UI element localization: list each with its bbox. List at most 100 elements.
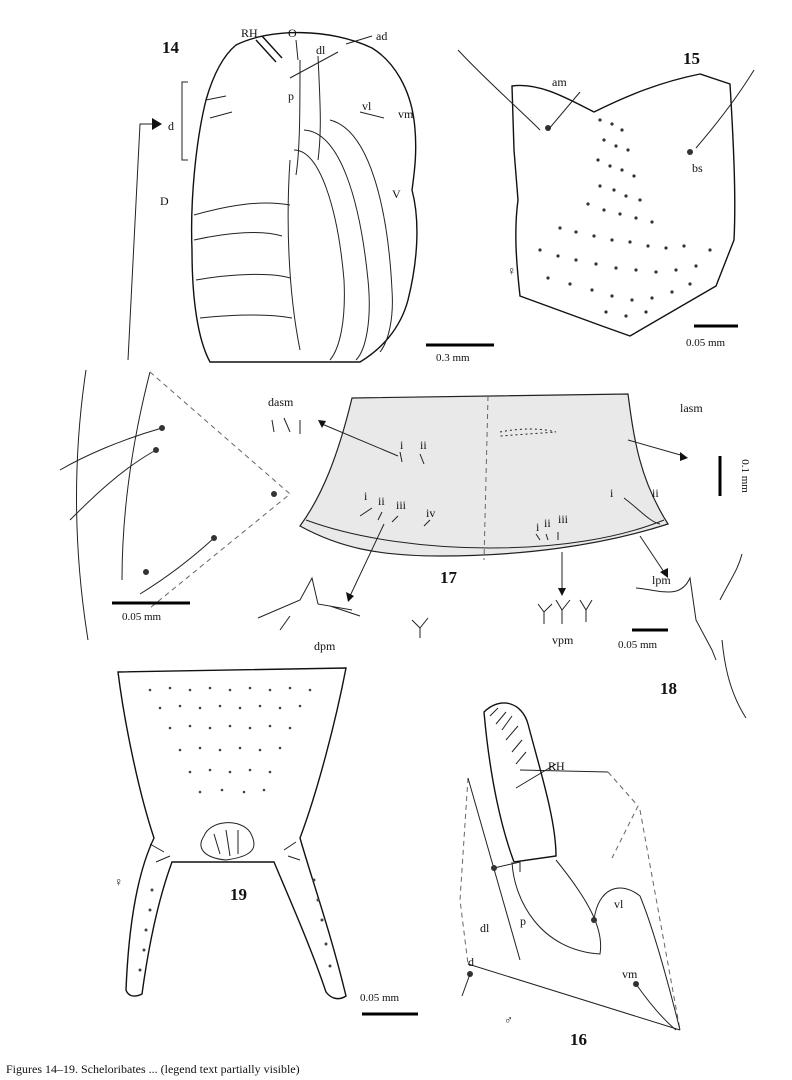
fig17-scale-label-vertical: 0.1 mm: [739, 459, 751, 493]
fig17-vpm-detail: [537, 599, 593, 624]
fig15-sex-symbol: ♀: [507, 264, 516, 278]
figure-16-number: 16: [570, 1030, 587, 1049]
fig17-roman-2: ii: [420, 438, 427, 452]
fig16-label-RH: RH: [548, 759, 565, 773]
fig17-lpm-detail: [635, 553, 747, 719]
fig17-lpm-scale-label: 0.05 mm: [618, 639, 658, 651]
fig14-pointer-O: [295, 39, 299, 61]
fig14-label-d: d: [168, 119, 174, 133]
fig15-pore-bs: [687, 149, 693, 155]
fig15-pore-am: [545, 125, 551, 131]
fig14-lobe-2: [303, 129, 370, 361]
fig16-bothridium: [511, 859, 602, 955]
inset-edge-2: [121, 371, 151, 581]
fig16-sex-symbol: ♂: [504, 1013, 513, 1027]
inset-pore-4: [211, 535, 217, 541]
figure-18-number: 18: [660, 679, 677, 698]
fig15-plate-outline: [511, 73, 736, 337]
fig17-arrow-vpm-head: [558, 588, 566, 596]
fig17-arrow-lpm: [639, 535, 665, 573]
fig14-body-outline: [190, 31, 418, 363]
fig17-dpm-detail: [257, 576, 361, 631]
fig17-arrow-lasm: [627, 439, 685, 457]
fig17-seta-right: [623, 497, 661, 525]
fig17-arrow-lasm-head: [680, 452, 688, 461]
fig16-label-p: p: [520, 914, 526, 928]
fig14-band-3: [195, 273, 291, 281]
fig16-label-vm: vm: [622, 967, 638, 981]
fig14-pointer-dl: [289, 51, 339, 79]
fig15-scale-label: 0.05 mm: [686, 337, 726, 349]
fig15-seta-left: [457, 49, 541, 131]
fig14-label-vm: vm: [398, 107, 414, 121]
inset-scale-label: 0.05 mm: [122, 611, 162, 623]
fig16-dashed-outline: [459, 771, 681, 1031]
fig14-band-1: [193, 202, 291, 216]
fig17-dpm-seta: [411, 617, 429, 638]
fig14-label-RH: RH: [241, 26, 258, 40]
fig19-central-organ: [200, 822, 255, 861]
inset-dashed-frame: [149, 371, 291, 609]
fig19-pores: [138, 686, 332, 972]
inset-seta-1: [59, 427, 163, 471]
inset-pore-1: [159, 425, 165, 431]
fig14-label-dl: dl: [316, 43, 326, 57]
fig14-scale-label: 0.3 mm: [436, 352, 470, 364]
figure-15-number: 15: [683, 49, 700, 68]
fig19-genital-plate: [117, 667, 347, 1000]
fig17-roman-7: i: [536, 520, 540, 534]
fig16-rh-ridges: [489, 707, 527, 765]
fig17-label-vpm: vpm: [552, 633, 574, 647]
inset-pore-3: [271, 491, 277, 497]
fig17-seta-dasm: [271, 417, 301, 434]
fig16-pore-vl: [591, 917, 597, 923]
fig14-lobe-4: [287, 159, 301, 351]
figure-17-inset: 0.05 mm: [59, 369, 291, 641]
fig14-band-4: [199, 314, 293, 319]
fig14-label-p: p: [288, 89, 294, 103]
fig17-label-lpm: lpm: [652, 573, 671, 587]
figure-16: 16 RH dl p vl d vm ♂: [459, 702, 681, 1049]
fig14-inset-arrow: [127, 123, 152, 361]
fig19-sex-symbol: ♀: [114, 875, 123, 889]
fig17-label-dasm: dasm: [268, 395, 294, 409]
fig17-inner-curve: [305, 519, 665, 549]
fig17-roman-6: iv: [426, 506, 435, 520]
fig14-d-bracket: [181, 81, 188, 161]
fig17-arrow-dpm: [349, 523, 385, 597]
fig16-seta-d: [461, 973, 471, 997]
fig17-label-dpm: dpm: [314, 639, 336, 653]
fig15-seta-right: [695, 69, 755, 149]
fig14-rim-2: [317, 55, 321, 161]
fig14-label-V: V: [392, 187, 401, 201]
fig14-rim: [295, 59, 301, 176]
fig14-arrow-head: [152, 118, 162, 130]
figure-18: 18: [660, 679, 677, 698]
fig16-label-vl: vl: [614, 897, 624, 911]
figure-17: 17 dasm lasm dpm vpm lpm i ii: [257, 393, 751, 719]
figure-19: 19 ♀ 0.05 mm: [114, 667, 418, 1016]
fig17-arrow-dpm-head: [346, 592, 354, 602]
fig15-pointer-am: [547, 91, 581, 131]
fig17-tergite: [299, 393, 669, 557]
fig14-seta-d: [205, 95, 233, 119]
fig15-label-am: am: [552, 75, 567, 89]
fig19-scale-label: 0.05 mm: [360, 992, 400, 1004]
fig17-seta-row: [359, 507, 431, 527]
fig17-seta-ii-top: [399, 451, 425, 465]
fig14-label-O: O: [288, 26, 297, 40]
fig16-pointer-RH: [515, 763, 557, 789]
inset-edge-1: [76, 369, 89, 641]
fig19-side-setae: [149, 841, 301, 863]
figure-15: 15 am bs ♀ 0.05 mm: [457, 49, 755, 349]
fig16-seta-vm: [635, 983, 677, 1031]
inset-seta-2: [69, 449, 157, 521]
fig14-band-2: [193, 232, 283, 241]
fig16-frame-top: [519, 769, 609, 773]
fig17-seta-lower: [535, 532, 559, 541]
figure-19-number: 19: [230, 885, 247, 904]
fig16-seta-dl: [493, 861, 521, 872]
figure-14-number: 14: [162, 38, 180, 57]
fig16-rh-sensillum: [483, 702, 557, 863]
